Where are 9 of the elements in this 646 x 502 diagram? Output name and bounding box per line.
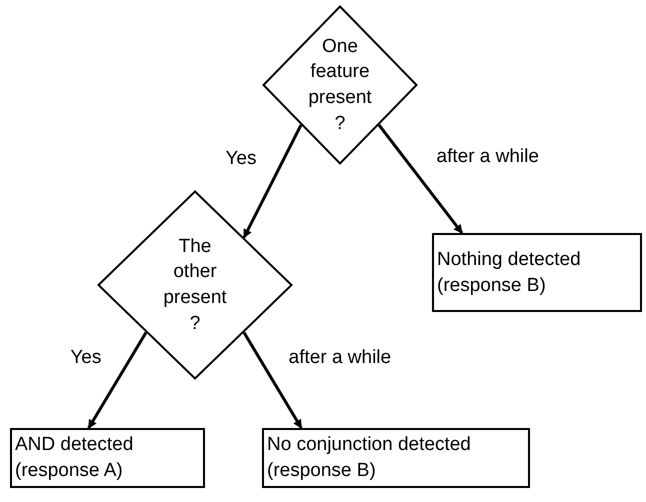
outcome-box: AND detected (response A) bbox=[10, 428, 205, 488]
outcome-box: No conjunction detected (response B) bbox=[262, 428, 530, 488]
decision-text: The other present ? bbox=[162, 234, 228, 336]
arrow bbox=[242, 332, 303, 429]
arrow bbox=[378, 124, 464, 234]
decision-text: One feature present ? bbox=[307, 34, 373, 136]
outcome-box: Nothing detected (response B) bbox=[432, 233, 642, 312]
arrow bbox=[242, 124, 302, 238]
arrow bbox=[87, 332, 148, 429]
